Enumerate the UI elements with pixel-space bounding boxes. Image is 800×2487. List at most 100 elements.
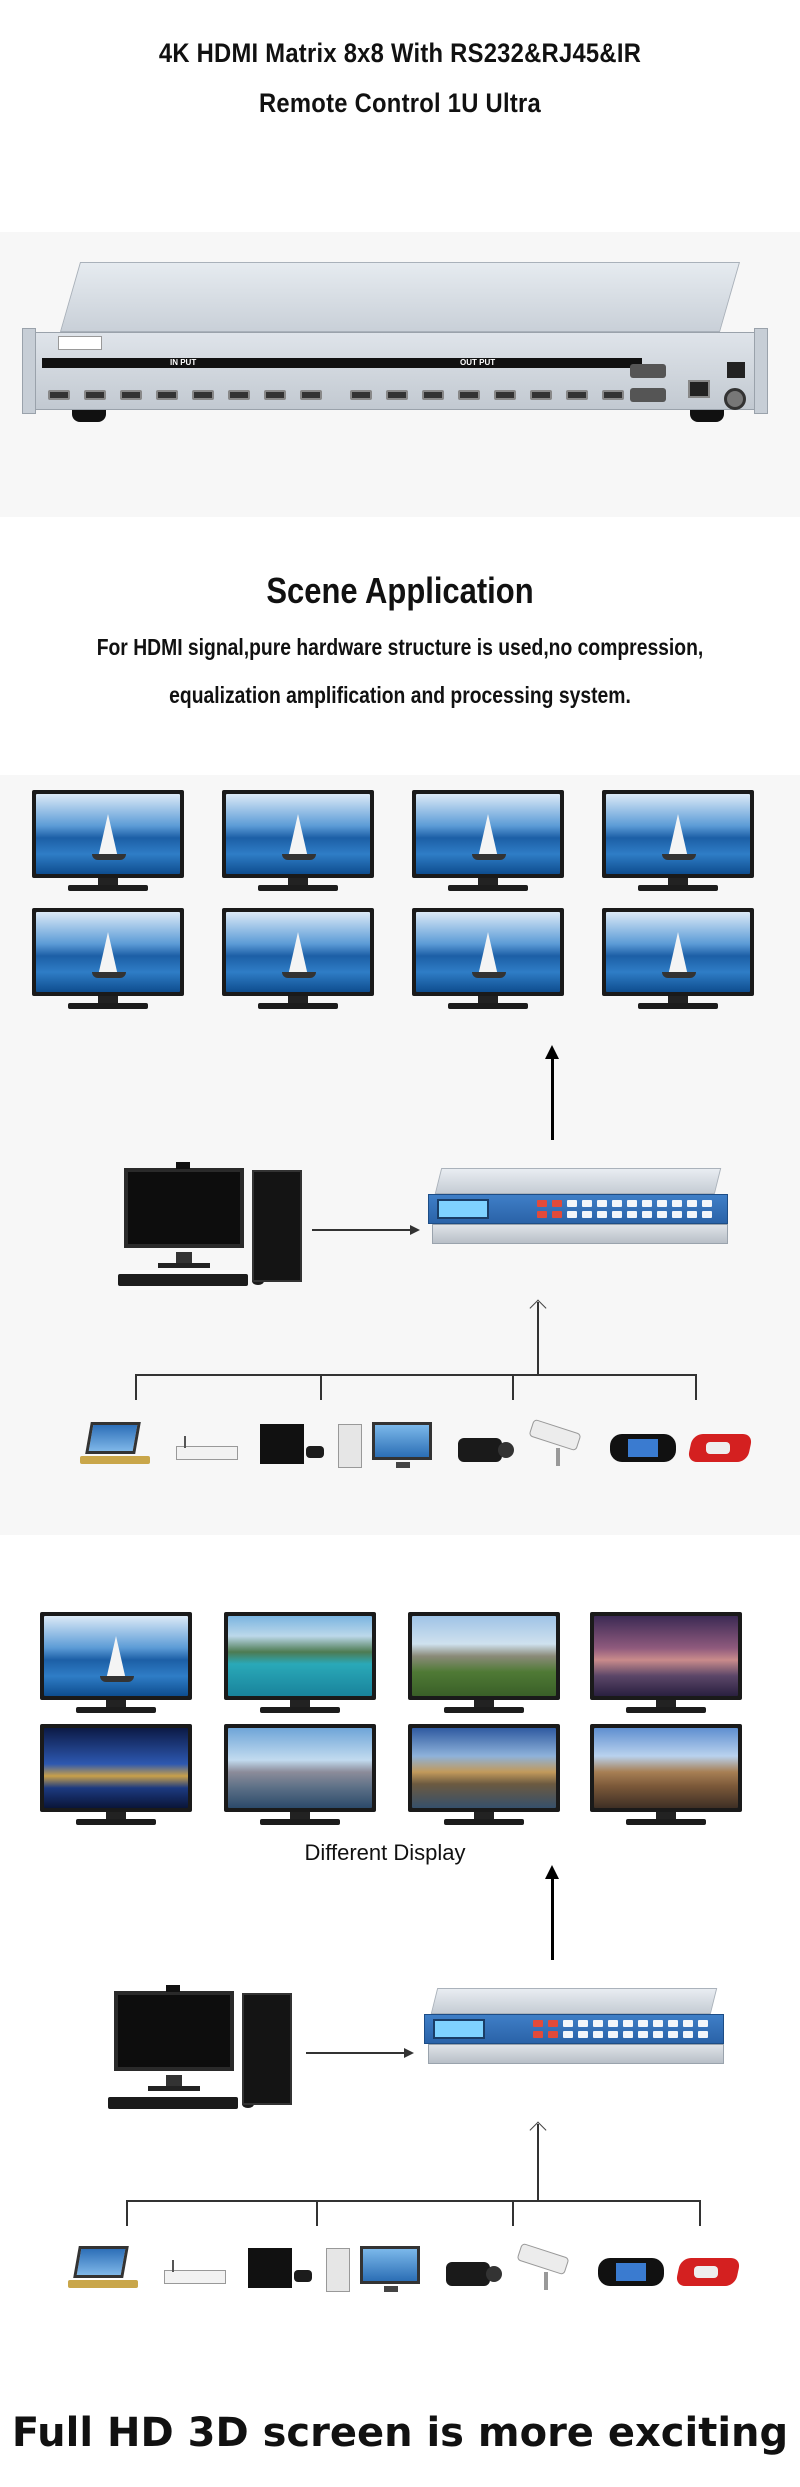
pc-to-matrix-line-2 (306, 2052, 406, 2054)
matrix-button (623, 2031, 633, 2038)
desktop-pc-2 (108, 1985, 298, 2113)
lens (498, 1442, 514, 1458)
diagram-same-display (0, 775, 800, 1535)
product-rear-image: IN PUT OUT PUT (22, 262, 768, 438)
handheld-console-icon (598, 2258, 664, 2288)
matrix-button (578, 2020, 588, 2027)
display-monitor (590, 1724, 742, 1828)
pc-to-matrix-arrow-1 (410, 1225, 420, 1235)
projector-icon (687, 1430, 754, 1468)
source-bus-1 (135, 1374, 695, 1376)
matrix-lcd-screen (433, 2019, 485, 2039)
source-bus-2 (126, 2200, 700, 2202)
monitor-screen (36, 912, 180, 992)
laptop-base (68, 2280, 138, 2288)
console-body (248, 2248, 292, 2288)
hdmi-port-row (48, 390, 648, 404)
hdmi-port (156, 390, 178, 400)
hdmi-port (192, 390, 214, 400)
matrix-button (593, 2020, 603, 2027)
camcorder-body (458, 1438, 502, 1462)
display-monitor (32, 790, 184, 894)
matrix-button (552, 1211, 562, 1218)
footer-tagline: Full HD 3D screen is more exciting (11, 2410, 789, 2456)
monitor-neck (478, 996, 498, 1004)
matrix-button (672, 1211, 682, 1218)
matrix-button (608, 2031, 618, 2038)
monitor-stand (260, 1707, 340, 1713)
matrix-button (612, 1211, 622, 1218)
matrix-front-panel (428, 1194, 728, 1224)
hdmi-port (300, 390, 322, 400)
matrix-button (638, 2020, 648, 2027)
monitor-bezel (412, 908, 564, 996)
monitor-stand (68, 885, 148, 891)
output-arrow-line-2 (551, 1878, 554, 1960)
matrix-front-panel (424, 2014, 724, 2044)
scene-description-line1: For HDMI signal,pure hardware structure … (96, 634, 704, 660)
matrix-button (533, 2020, 543, 2027)
camera-mount (544, 2272, 548, 2290)
source-trunk-2 (537, 2124, 539, 2200)
display-monitor (224, 1612, 376, 1716)
monitor-screen (226, 794, 370, 874)
lens (486, 2266, 502, 2282)
matrix-top-cover (430, 1988, 718, 2014)
monitor-stand (258, 885, 338, 891)
matrix-button (537, 1200, 547, 1207)
source-drop-line (699, 2200, 701, 2226)
monitor-screen (44, 1728, 188, 1808)
output-arrow-head-2 (545, 1865, 559, 1879)
matrix-button (578, 2031, 588, 2038)
set-top-box-icon (176, 1436, 238, 1466)
camcorder-icon (446, 2254, 502, 2292)
matrix-button (657, 1211, 667, 1218)
matrix-button (683, 2031, 693, 2038)
laptop-icon (80, 1422, 150, 1468)
monitor-neck (668, 996, 688, 1004)
boat-hull (100, 1676, 134, 1682)
pc-monitor-icon (326, 2246, 430, 2294)
box-body (176, 1446, 238, 1460)
laptop-screen (73, 2246, 129, 2278)
matrix-button (582, 1211, 592, 1218)
pc-to-matrix-line-1 (312, 1229, 412, 1231)
desktop-stand (384, 2286, 398, 2292)
monitor-screen (412, 1616, 556, 1696)
pc-monitor-icon (338, 1422, 442, 1470)
monitor-bezel (602, 790, 754, 878)
hdmi-port (602, 390, 624, 400)
display-monitor (224, 1724, 376, 1828)
input-label: IN PUT (170, 358, 197, 367)
monitor-bezel (408, 1724, 560, 1812)
sailboat-icon (668, 932, 688, 976)
antenna (172, 2260, 174, 2272)
display-monitor (412, 790, 564, 894)
source-drop-line (126, 2200, 128, 2226)
matrix-button (653, 2020, 663, 2027)
source-drop-line (316, 2200, 318, 2226)
desktop-stand (396, 1462, 410, 1468)
monitor-stand (76, 1707, 156, 1713)
matrix-button (608, 2020, 618, 2027)
monitor-bezel (412, 790, 564, 878)
matrix-button (563, 2020, 573, 2027)
monitor-stand (258, 1003, 338, 1009)
source-drop-line (512, 2200, 514, 2226)
boat-hull (282, 854, 316, 860)
pc-to-matrix-arrow-2 (404, 2048, 414, 2058)
hdmi-port (566, 390, 588, 400)
monitor-screen (412, 1728, 556, 1808)
monitor-screen (606, 794, 750, 874)
matrix-button (582, 1200, 592, 1207)
sailboat-icon (288, 932, 308, 976)
monitor-neck (668, 878, 688, 886)
monitor-bezel (40, 1612, 192, 1700)
different-display-caption: Different Display (304, 1840, 466, 1865)
camera-housing (516, 2242, 570, 2276)
sailboat-icon (98, 814, 118, 858)
hdmi-port (228, 390, 250, 400)
boat-hull (92, 854, 126, 860)
monitor-stand (448, 885, 528, 891)
monitor-screen (226, 912, 370, 992)
